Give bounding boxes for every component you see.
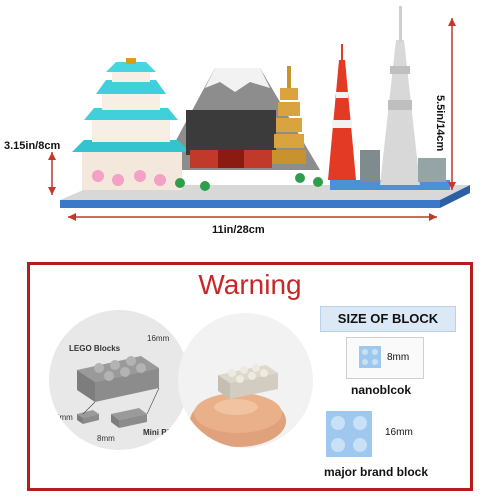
mini-size-a-label: 4mm [55,413,73,422]
mini-blocks-label: Mini Blocks [143,428,188,437]
skyline-illustration [48,6,470,221]
major-brand-label: major brand block [324,465,429,479]
fingertip-photo [178,313,313,448]
nanoblock-size-label: 8mm [387,352,410,363]
lego-vs-mini-diagram [77,356,160,428]
size-of-block-header: SIZE OF BLOCK [320,306,456,332]
warning-box: Warning LEGO Blocks 16mm 4mm [27,262,473,491]
fingertip-brick-illustration [190,364,286,447]
major-brand-size-label: 16mm [385,427,413,438]
lego-blocks-label: LEGO Blocks [69,344,121,353]
depth-dimension-label: 3.15in/8cm [4,140,61,152]
major-brand-brick [326,411,372,457]
lego-vs-mini-comparison: LEGO Blocks 16mm 4mm 8mm Mini Blocks [49,310,189,450]
nanoblock-frame: 8mm [346,337,424,379]
mini-size-b-label: 8mm [97,434,115,443]
warning-title: Warning [198,269,302,300]
height-dimension-label: 5.5in/14cm [434,95,446,152]
lego-size-label: 16mm [147,334,170,343]
width-dimension-label: 11in/28cm [212,224,265,236]
nanoblock-label: nanoblcok [351,383,412,397]
nanoblock-brick [359,346,381,368]
